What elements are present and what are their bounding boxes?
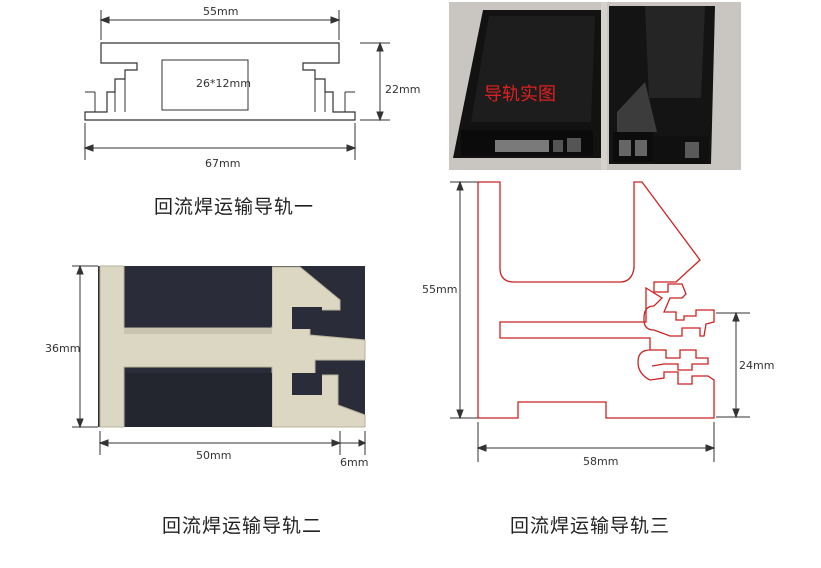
rail-one-drawing [83, 10, 390, 160]
rail-photo-label: 导轨实图 [484, 84, 556, 105]
rail-three-dim-right: 24mm [739, 359, 775, 372]
rail-two-dim-height: 36mm [45, 342, 81, 355]
rail-three-drawing [450, 180, 750, 462]
rail-one-dim-height: 22mm [385, 83, 421, 96]
rail-three-caption: 回流焊运输导轨三 [510, 515, 671, 537]
rail-two-photo [72, 264, 367, 455]
rail-photo [449, 2, 741, 170]
rail-one-slot-label: 26*12mm [196, 77, 251, 90]
rail-one-dim-top: 55mm [203, 5, 239, 18]
rail-two-dim-extra: 6mm [340, 456, 369, 469]
rail-two-dim-width: 50mm [196, 449, 232, 462]
rail-three-dim-height: 55mm [422, 283, 458, 296]
rail-three-dim-width: 58mm [583, 455, 619, 468]
rail-two-caption: 回流焊运输导轨二 [162, 515, 323, 537]
rail-one-caption: 回流焊运输导轨一 [154, 196, 315, 218]
rail-one-dim-bottom: 67mm [205, 157, 241, 170]
